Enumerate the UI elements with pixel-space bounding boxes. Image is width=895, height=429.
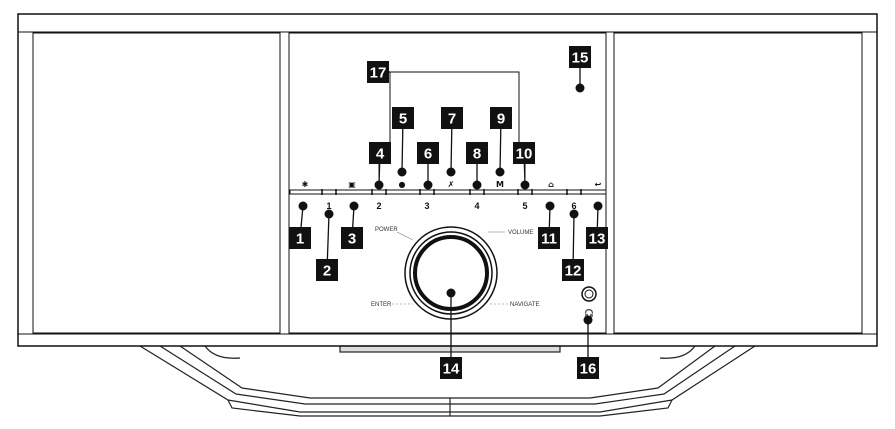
cabinet	[17, 13, 878, 347]
callout-box	[577, 357, 599, 379]
home-icon[interactable]: ⌂	[548, 180, 554, 189]
control-panel	[288, 32, 607, 334]
back-icon[interactable]: ↩	[595, 180, 602, 189]
callout-box	[586, 227, 608, 249]
callout-dot	[569, 209, 579, 219]
mute-icon[interactable]: ✗	[448, 180, 455, 189]
callout-dot	[446, 167, 456, 177]
save-icon[interactable]: ▣	[348, 180, 356, 189]
power-label: POWER	[375, 227, 398, 233]
callout-box	[417, 142, 439, 164]
callout-box	[392, 107, 414, 129]
callout-number: 4	[376, 146, 385, 163]
callout-number: 11	[541, 231, 557, 248]
callout-box	[440, 357, 462, 379]
callout-dot	[545, 201, 555, 211]
button-strip	[289, 189, 607, 195]
callout-number: 13	[589, 231, 606, 248]
preset-button-4[interactable]: 4	[474, 201, 479, 211]
callout-number: 16	[580, 361, 597, 378]
preset-button-6[interactable]: 6	[571, 201, 576, 211]
enter-label: ENTER	[371, 302, 392, 308]
callout-box	[289, 227, 311, 249]
callout-10: 10	[513, 142, 535, 190]
headphone-jack[interactable]	[581, 286, 597, 302]
callout-number: 6	[424, 146, 432, 163]
callout-1: 1	[289, 201, 311, 249]
callout-number: 5	[399, 111, 407, 128]
volume-label: VOLUME	[508, 230, 533, 236]
callout-dot	[593, 201, 603, 211]
callout-3: 3	[341, 201, 363, 249]
callout-box	[341, 227, 363, 249]
settings-icon[interactable]: ✱	[302, 180, 309, 189]
callout-dot	[374, 180, 384, 190]
callout-4: 4	[369, 142, 391, 190]
callout-dot	[324, 209, 334, 219]
callout-8: 8	[466, 142, 488, 190]
callout-number: 14	[443, 361, 460, 378]
callout-box	[562, 259, 584, 281]
info-icon[interactable]: ●	[399, 180, 406, 189]
callout-dot	[495, 167, 505, 177]
callout-5: 5	[392, 107, 414, 177]
callout-17: 17	[367, 61, 390, 83]
callout-box	[466, 142, 488, 164]
callout-dot	[397, 167, 407, 177]
preset-button-1[interactable]: 1	[326, 201, 331, 211]
callout-box	[367, 61, 389, 83]
callout-2: 2	[316, 209, 338, 281]
callout-15: 15	[569, 46, 591, 93]
callout-14: 14	[440, 288, 462, 379]
callout-box	[490, 107, 512, 129]
callout-dot	[520, 180, 530, 190]
stand	[139, 345, 756, 417]
callout-dot	[472, 180, 482, 190]
callout-number: 7	[448, 111, 456, 128]
callout-box	[513, 142, 535, 164]
callout-number: 12	[565, 263, 582, 280]
callout-number: 9	[497, 111, 505, 128]
callout-7: 7	[441, 107, 463, 177]
callout-box	[369, 142, 391, 164]
callout-box	[569, 46, 591, 68]
callout-dot	[583, 315, 593, 325]
callout-number: 15	[572, 50, 589, 67]
preset-button-3[interactable]: 3	[424, 201, 429, 211]
callout-dot	[446, 288, 456, 298]
callout-number: 3	[348, 231, 356, 248]
callout-9: 9	[490, 107, 512, 177]
callout-number: 10	[516, 146, 533, 163]
memory-icon[interactable]: M	[496, 180, 504, 189]
callout-12: 12	[562, 209, 584, 281]
right-speaker-panel	[613, 32, 863, 334]
headphones-icon: 🎧	[584, 308, 594, 318]
callout-box	[316, 259, 338, 281]
callout-box	[441, 107, 463, 129]
callout-number: 8	[473, 146, 481, 163]
callout-dot	[423, 180, 433, 190]
volume-knob[interactable]	[392, 226, 508, 320]
callout-box	[538, 227, 560, 249]
left-speaker-panel	[32, 32, 281, 334]
callout-16: 16	[577, 315, 599, 379]
preset-button-5[interactable]: 5	[522, 201, 527, 211]
navigate-label: NAVIGATE	[510, 302, 539, 308]
callout-13: 13	[586, 201, 608, 249]
callout-11: 11	[538, 201, 560, 249]
callout-number: 1	[296, 231, 304, 248]
callout-dot	[298, 201, 308, 211]
preset-button-2[interactable]: 2	[376, 201, 381, 211]
callout-number: 2	[323, 263, 331, 280]
callout-dot	[349, 201, 359, 211]
callout-6: 6	[417, 142, 439, 190]
callout-number: 17	[370, 65, 387, 82]
callout-dot	[575, 83, 585, 93]
